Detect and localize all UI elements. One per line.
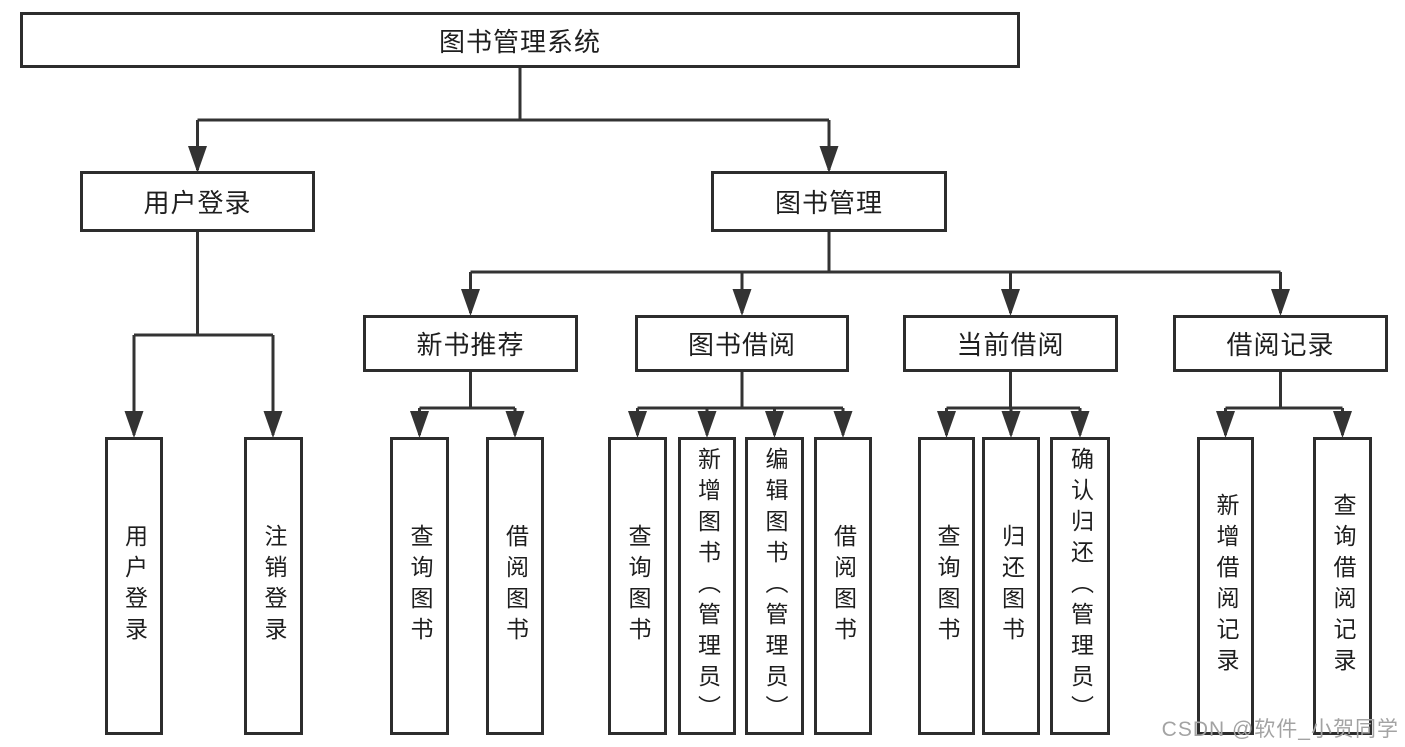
node-label: 新增借阅记录 xyxy=(1213,493,1239,679)
leaf-borrow-books: 借阅图书 xyxy=(814,437,872,735)
leaf-logout: 注销登录 xyxy=(244,437,303,735)
node-label: 注销登录 xyxy=(261,524,287,648)
leaf-return-books: 归还图书 xyxy=(982,437,1040,735)
leaf-confirm-return-admin: 确认归还（管理员） xyxy=(1050,437,1110,735)
node-label: 用户登录 xyxy=(143,188,252,218)
node-book-management: 图书管理 xyxy=(711,171,947,232)
node-book-borrowing: 图书借阅 xyxy=(635,315,849,372)
node-label: 借阅图书 xyxy=(830,524,857,648)
node-label: 新增图书（管理员） xyxy=(694,446,721,726)
leaf-add-borrow-record: 新增借阅记录 xyxy=(1197,437,1254,735)
node-label: 用户登录 xyxy=(121,524,148,648)
node-user-login: 用户登录 xyxy=(80,171,315,232)
node-label: 当前借阅 xyxy=(956,330,1065,360)
node-new-book-recommend: 新书推荐 xyxy=(363,315,578,372)
leaf-query-books-recommend: 查询图书 xyxy=(390,437,449,735)
node-current-borrowing: 当前借阅 xyxy=(903,315,1118,372)
leaf-edit-books-admin: 编辑图书（管理员） xyxy=(745,437,804,735)
node-label: 确认归还（管理员） xyxy=(1067,446,1094,726)
node-label: 查询图书 xyxy=(934,524,960,648)
node-library-management-system: 图书管理系统 xyxy=(20,12,1020,68)
leaf-query-books-borrow: 查询图书 xyxy=(608,437,667,735)
node-label: 查询借阅记录 xyxy=(1330,493,1356,679)
node-label: 图书管理 xyxy=(774,188,883,218)
node-label: 新书推荐 xyxy=(416,330,525,360)
leaf-query-books-current: 查询图书 xyxy=(918,437,975,735)
node-label: 查询图书 xyxy=(625,524,651,648)
leaf-user-login: 用户登录 xyxy=(105,437,163,735)
node-borrowing-records: 借阅记录 xyxy=(1173,315,1388,372)
node-label: 归还图书 xyxy=(998,524,1025,648)
node-label: 借阅图书 xyxy=(502,524,529,648)
csdn-watermark: CSDN @软件_小贺同学 xyxy=(1161,718,1399,741)
node-label: 借阅记录 xyxy=(1226,330,1335,360)
node-label: 图书管理系统 xyxy=(438,26,601,57)
node-label: 编辑图书（管理员） xyxy=(762,446,788,726)
node-label: 图书借阅 xyxy=(687,330,796,360)
leaf-add-books-admin: 新增图书（管理员） xyxy=(678,437,736,735)
leaf-query-borrow-record: 查询借阅记录 xyxy=(1313,437,1372,735)
leaf-borrow-books-recommend: 借阅图书 xyxy=(486,437,544,735)
node-label: 查询图书 xyxy=(407,524,433,648)
